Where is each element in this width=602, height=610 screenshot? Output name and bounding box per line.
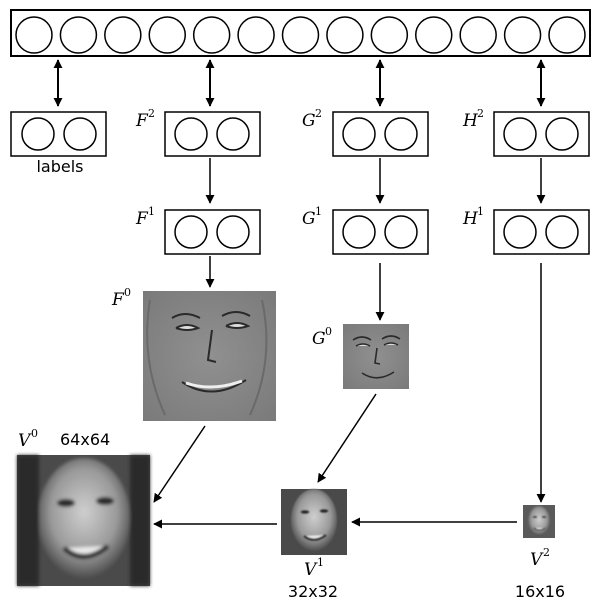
V2-image: V 2 16x16 bbox=[515, 505, 565, 601]
V0-image: V 0 64x64 bbox=[17, 427, 150, 586]
top-layer-unit bbox=[237, 16, 275, 54]
top-layer-unit bbox=[148, 16, 186, 54]
G1-unit bbox=[342, 215, 376, 249]
labels-text: labels bbox=[36, 157, 83, 176]
G2-superscript: 2 bbox=[315, 107, 322, 120]
F2-node: F 2 bbox=[135, 107, 261, 157]
V2-face bbox=[528, 506, 550, 536]
top-layer-unit bbox=[415, 16, 453, 54]
level2-nodes: F 2 G 2 H 2 bbox=[135, 107, 590, 157]
arrow-G0-V1 bbox=[317, 393, 377, 483]
F0-features bbox=[146, 299, 268, 416]
V1-image: V 1 32x32 bbox=[281, 489, 347, 601]
V0-face bbox=[17, 455, 150, 586]
G1-superscript: 1 bbox=[315, 205, 322, 218]
H2-unit bbox=[545, 117, 579, 151]
G1-node: G 1 bbox=[302, 205, 429, 255]
H1-unit bbox=[503, 215, 537, 249]
bidirectional-arrows bbox=[53, 59, 546, 107]
G1-unit bbox=[384, 215, 418, 249]
top-layer-unit bbox=[370, 16, 409, 54]
H2-letter: H bbox=[462, 111, 479, 131]
F1-letter: F bbox=[135, 209, 149, 229]
G1-letter: G bbox=[302, 209, 316, 229]
V1-superscript: 1 bbox=[317, 556, 324, 569]
G2-letter: G bbox=[302, 111, 316, 131]
top-layer-unit bbox=[281, 16, 320, 54]
top-layer-unit bbox=[326, 16, 364, 54]
F0-image: F 0 bbox=[111, 286, 276, 421]
merge-arrows bbox=[153, 393, 517, 529]
F2-unit bbox=[216, 117, 250, 151]
F2-letter: F bbox=[135, 111, 149, 131]
top-layer-units bbox=[15, 16, 586, 54]
top-layer-unit bbox=[459, 16, 497, 54]
F1-unit bbox=[174, 215, 208, 249]
top-layer-unit bbox=[104, 16, 142, 54]
top-layer-unit bbox=[503, 16, 542, 54]
top-layer-unit bbox=[548, 16, 586, 54]
F0-letter: F bbox=[111, 290, 125, 310]
labels-node: labels bbox=[10, 111, 107, 176]
F1-node: F 1 bbox=[135, 205, 261, 255]
F2-superscript: 2 bbox=[148, 107, 155, 120]
V1-size: 32x32 bbox=[288, 582, 338, 601]
V2-letter: V bbox=[530, 550, 544, 570]
H2-unit bbox=[503, 117, 537, 151]
G0-features bbox=[352, 335, 401, 379]
H2-node: H 2 bbox=[462, 107, 590, 157]
H1-superscript: 1 bbox=[477, 205, 484, 218]
V1-letter: V bbox=[304, 560, 318, 580]
down-arrows-1-0 bbox=[205, 256, 546, 503]
H1-letter: H bbox=[462, 209, 479, 229]
labels-unit bbox=[63, 117, 97, 151]
F0-superscript: 0 bbox=[124, 286, 131, 299]
V0-size: 64x64 bbox=[60, 430, 110, 449]
down-arrows-2-1 bbox=[205, 158, 546, 204]
G2-unit bbox=[342, 117, 376, 151]
V1-face bbox=[291, 489, 337, 551]
V2-size: 16x16 bbox=[515, 582, 565, 601]
G0-letter: G bbox=[312, 329, 326, 349]
V2-superscript: 2 bbox=[543, 546, 550, 559]
F1-superscript: 1 bbox=[148, 205, 155, 218]
labels-unit bbox=[21, 117, 55, 151]
F2-unit bbox=[174, 117, 208, 151]
V0-letter: V bbox=[18, 431, 32, 451]
G2-unit bbox=[384, 117, 418, 151]
G0-image: G 0 bbox=[312, 324, 409, 389]
F1-unit bbox=[216, 215, 250, 249]
top-layer-unit bbox=[15, 16, 53, 54]
top-layer-unit bbox=[59, 16, 98, 54]
H2-superscript: 2 bbox=[477, 107, 484, 120]
G2-node: G 2 bbox=[302, 107, 429, 157]
H1-node: H 1 bbox=[462, 205, 590, 255]
H1-unit bbox=[545, 215, 579, 249]
top-layer-unit bbox=[192, 16, 231, 54]
level1-nodes: F 1 G 1 H 1 bbox=[135, 205, 590, 255]
V0-superscript: 0 bbox=[31, 427, 38, 440]
arrow-F0-V0 bbox=[153, 425, 206, 503]
top-layer bbox=[10, 9, 591, 57]
G0-superscript: 0 bbox=[325, 325, 332, 338]
